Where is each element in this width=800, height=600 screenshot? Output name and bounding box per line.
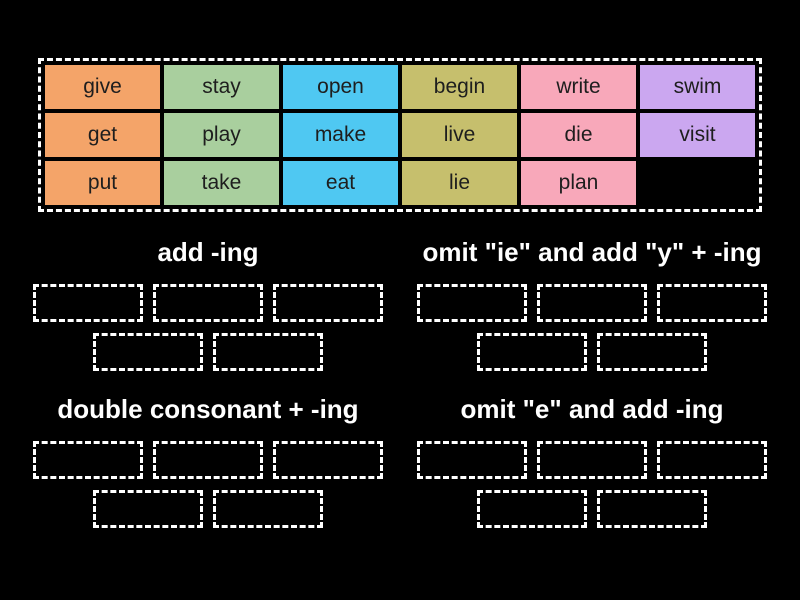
word-tile-stay[interactable]: stay — [164, 65, 279, 109]
group-slots — [24, 284, 392, 371]
word-tile-begin[interactable]: begin — [402, 65, 517, 109]
slot-row — [408, 441, 776, 479]
drop-slot[interactable] — [273, 441, 383, 479]
slot-row — [24, 490, 392, 528]
drop-slot[interactable] — [597, 333, 707, 371]
drop-slot[interactable] — [537, 284, 647, 322]
group-slots — [408, 284, 776, 371]
drop-slot[interactable] — [213, 333, 323, 371]
word-tile-make[interactable]: make — [283, 113, 398, 157]
word-tile-plan[interactable]: plan — [521, 161, 636, 205]
word-tile-swim[interactable]: swim — [640, 65, 755, 109]
word-tile-lie[interactable]: lie — [402, 161, 517, 205]
word-tile-die[interactable]: die — [521, 113, 636, 157]
drop-slot[interactable] — [657, 284, 767, 322]
group-add-ing: add -ing — [24, 236, 392, 382]
drop-slot[interactable] — [213, 490, 323, 528]
group-title: omit "ie" and add "y" + -ing — [422, 237, 762, 267]
drop-slot[interactable] — [477, 333, 587, 371]
drop-slot[interactable] — [33, 441, 143, 479]
drop-slot[interactable] — [537, 441, 647, 479]
word-tile-live[interactable]: live — [402, 113, 517, 157]
group-slots — [408, 441, 776, 528]
drop-slot[interactable] — [477, 490, 587, 528]
word-tile-open[interactable]: open — [283, 65, 398, 109]
word-tile-write[interactable]: write — [521, 65, 636, 109]
word-tile-visit[interactable]: visit — [640, 113, 755, 157]
drop-slot[interactable] — [93, 490, 203, 528]
slot-row — [408, 333, 776, 371]
group-double-consonant-ing: double consonant + -ing — [24, 393, 392, 539]
group-title: add -ing — [157, 237, 259, 267]
drop-slot[interactable] — [93, 333, 203, 371]
word-tile-get[interactable]: get — [45, 113, 160, 157]
slot-row — [24, 284, 392, 322]
group-title: double consonant + -ing — [57, 394, 359, 424]
slot-row — [408, 284, 776, 322]
drop-slot[interactable] — [417, 284, 527, 322]
group-slots — [24, 441, 392, 528]
drop-slot[interactable] — [417, 441, 527, 479]
word-tile-give[interactable]: give — [45, 65, 160, 109]
group-omit-ie-add-y-ing: omit "ie" and add "y" + -ing — [408, 236, 776, 382]
drop-slot[interactable] — [657, 441, 767, 479]
drop-slot[interactable] — [273, 284, 383, 322]
word-tile-put[interactable]: put — [45, 161, 160, 205]
word-tile-eat[interactable]: eat — [283, 161, 398, 205]
slot-row — [408, 490, 776, 528]
slot-row — [24, 333, 392, 371]
group-title: omit "e" and add -ing — [460, 394, 724, 424]
drop-slot[interactable] — [153, 441, 263, 479]
word-tile-play[interactable]: play — [164, 113, 279, 157]
drop-slot[interactable] — [153, 284, 263, 322]
drop-slot[interactable] — [597, 490, 707, 528]
drop-slot[interactable] — [33, 284, 143, 322]
group-omit-e-add-ing: omit "e" and add -ing — [408, 393, 776, 539]
word-tile-take[interactable]: take — [164, 161, 279, 205]
slot-row — [24, 441, 392, 479]
